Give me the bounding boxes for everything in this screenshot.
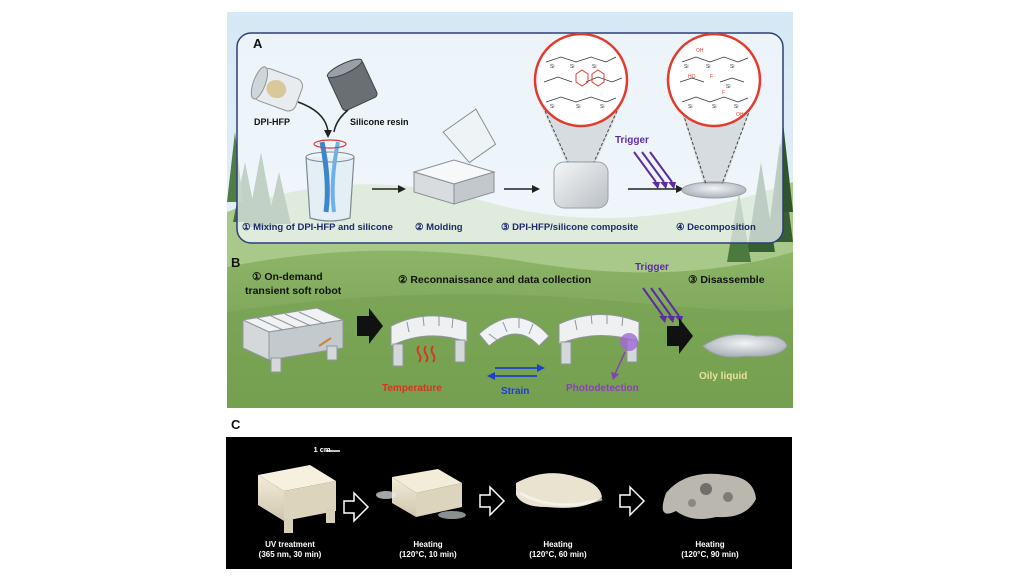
soft-robot-curled-icon <box>478 317 550 347</box>
panel-c-photo-strip: 1 cm UV treatment (365 nm, 30 min) Heati… <box>226 437 792 569</box>
temperature-icon <box>416 345 436 363</box>
svg-text:OH: OH <box>696 48 704 54</box>
svg-text:HO: HO <box>688 74 696 80</box>
panel-b-illustration <box>241 287 788 380</box>
composite-cube-icon <box>553 161 609 209</box>
svg-text:Si: Si <box>712 104 716 110</box>
sample-heating-90min-icon <box>662 473 756 519</box>
caption-4: Heating (120°C, 90 min) <box>660 540 760 560</box>
panel-c-letter: C <box>231 417 241 432</box>
strain-label: Strain <box>501 386 530 397</box>
step-a2-label: ② Molding <box>415 222 463 233</box>
caption-3-line2: (120°C, 60 min) <box>529 550 587 559</box>
molding-tray-icon <box>412 159 496 205</box>
svg-text:Si: Si <box>684 64 688 70</box>
hollow-arrow-1-icon <box>343 491 370 523</box>
panel-c-photos <box>258 450 756 533</box>
step-b1-line2: transient soft robot <box>245 285 342 297</box>
caption-2: Heating (120°C, 10 min) <box>378 540 478 560</box>
caption-2-line1: Heating <box>413 540 443 549</box>
soft-robot-initial-icon <box>241 307 345 373</box>
caption-4-line2: (120°C, 90 min) <box>681 550 739 559</box>
step-a1-label: ① Mixing of DPI-HFP and silicone <box>242 222 393 233</box>
trigger-arrows-b-icon <box>642 287 680 317</box>
caption-1: UV treatment (365 nm, 30 min) <box>240 540 340 560</box>
decomposed-puddle-icon <box>681 181 747 199</box>
step-b3-label: ③ Disassemble <box>688 274 765 286</box>
photodetection-label: Photodetection <box>566 383 639 394</box>
silicone-resin-beaker-icon <box>326 58 378 111</box>
svg-text:Si: Si <box>592 64 596 70</box>
oily-liquid-puddle-icon <box>702 333 788 358</box>
svg-text:OH: OH <box>736 112 744 118</box>
molecular-structure-decomposed-icon: Si Si Si Si Si Si Si OH HO F F OH <box>666 32 762 128</box>
trigger-label-a: Trigger <box>615 135 649 146</box>
panel-a-letter: A <box>253 36 263 51</box>
svg-text:Si: Si <box>688 104 692 110</box>
sample-heating-10min-icon <box>376 469 466 519</box>
panel-b-letter: B <box>231 255 241 270</box>
flow-arrow-1-icon <box>357 308 383 344</box>
temperature-label: Temperature <box>382 383 442 394</box>
svg-text:Si: Si <box>576 104 580 110</box>
svg-text:Si: Si <box>726 84 730 90</box>
caption-3: Heating (120°C, 60 min) <box>508 540 608 560</box>
soft-robot-bending-icon <box>390 315 468 367</box>
flow-arrow-2-icon <box>667 318 693 354</box>
svg-text:Si: Si <box>734 104 738 110</box>
silicone-resin-label: Silicone resin <box>350 117 409 127</box>
svg-text:Si: Si <box>730 64 734 70</box>
trigger-label-b: Trigger <box>635 262 669 273</box>
trigger-arrows-a-icon <box>633 151 673 183</box>
caption-3-line1: Heating <box>543 540 573 549</box>
pouring-cup-icon <box>442 108 497 164</box>
dpi-hfp-bottle-icon <box>250 66 303 112</box>
caption-2-line2: (120°C, 10 min) <box>399 550 457 559</box>
molecular-structure-composite-icon: Si Si Si Si Si Si <box>533 32 629 128</box>
svg-text:F: F <box>710 74 713 80</box>
strain-arrows-icon <box>495 367 537 377</box>
step-a4-label: ④ Decomposition <box>676 222 756 233</box>
svg-text:F: F <box>722 90 725 96</box>
caption-4-line1: Heating <box>695 540 725 549</box>
step-a3-label: ③ DPI-HFP/silicone composite <box>501 222 639 233</box>
dpi-hfp-label: DPI-HFP <box>254 117 290 127</box>
sample-uv-treated-icon <box>258 465 336 533</box>
step-b2-label: ② Reconnaissance and data collection <box>398 274 592 286</box>
svg-text:Si: Si <box>600 104 604 110</box>
panel-a-illustration: Si Si Si Si Si Si Si Si Si Si Si Si Si <box>250 32 762 222</box>
svg-text:Si: Si <box>570 64 574 70</box>
svg-text:Si: Si <box>550 64 554 70</box>
scale-bar-label: 1 cm <box>313 445 331 454</box>
svg-text:Si: Si <box>706 64 710 70</box>
oily-liquid-label: Oily liquid <box>699 371 748 382</box>
soft-robot-photodetection-icon <box>558 313 640 380</box>
caption-1-line1: UV treatment <box>265 540 315 549</box>
hollow-arrow-3-icon <box>619 485 646 517</box>
mixing-beaker-icon <box>305 139 355 222</box>
hollow-arrow-2-icon <box>479 485 506 517</box>
caption-1-line2: (365 nm, 30 min) <box>258 550 322 559</box>
step-b1-line1: ① On-demand <box>252 271 323 283</box>
svg-text:Si: Si <box>550 104 554 110</box>
sample-heating-60min-icon <box>516 473 603 508</box>
